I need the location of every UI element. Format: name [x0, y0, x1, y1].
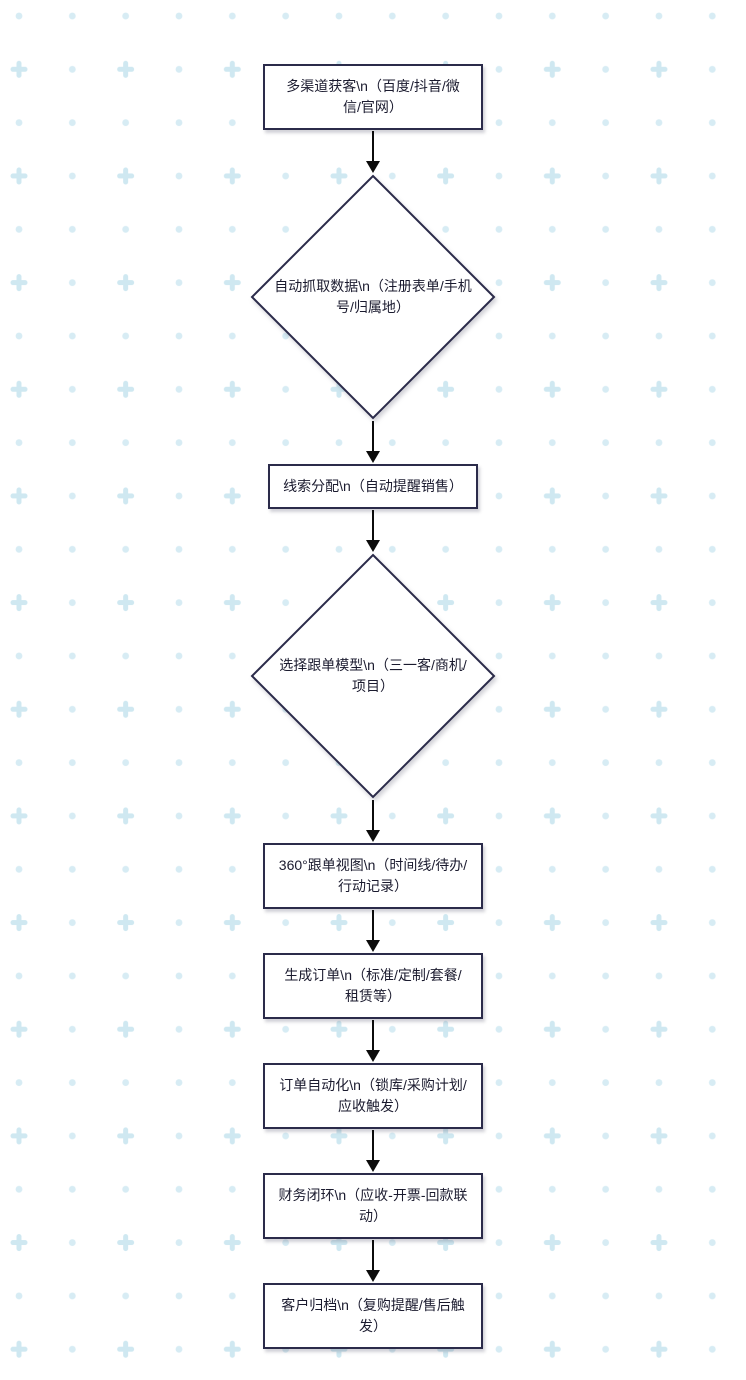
flow-arrow [366, 800, 380, 842]
flow-arrow [366, 1130, 380, 1172]
node-label: 线索分配\n（自动提醒销售） [283, 478, 463, 494]
flow-arrow [366, 1240, 380, 1282]
flow-arrow [366, 131, 380, 173]
flow-arrow [366, 1020, 380, 1062]
arrow-line [372, 1020, 374, 1050]
flow-node-follow-model-decision[interactable]: 选择跟单模型\n（三一客/商机/项目） [250, 553, 496, 799]
flow-node-finance-loop[interactable]: 财务闭环\n（应收-开票-回款联动） [263, 1173, 483, 1239]
flow-node-acquisition[interactable]: 多渠道获客\n（百度/抖音/微信/官网） [263, 64, 483, 130]
arrow-line [372, 131, 374, 161]
flow-node-360-view[interactable]: 360°跟单视图\n（时间线/待办/行动记录） [263, 843, 483, 909]
node-label: 自动抓取数据\n（注册表单/手机号/归属地） [274, 278, 472, 315]
arrow-line [372, 910, 374, 940]
arrowhead-icon [366, 1050, 380, 1062]
node-label: 客户归档\n（复购提醒/售后触发） [281, 1297, 465, 1334]
flow-arrow [366, 421, 380, 463]
flow-arrow [366, 510, 380, 552]
flow-arrow [366, 910, 380, 952]
arrowhead-icon [366, 940, 380, 952]
arrowhead-icon [366, 830, 380, 842]
arrowhead-icon [366, 451, 380, 463]
flow-node-order-creation[interactable]: 生成订单\n（标准/定制/套餐/租赁等） [263, 953, 483, 1019]
arrow-line [372, 800, 374, 830]
arrowhead-icon [366, 1270, 380, 1282]
flow-node-order-automation[interactable]: 订单自动化\n（锁库/采购计划/应收触发） [263, 1063, 483, 1129]
flow-node-customer-archive[interactable]: 客户归档\n（复购提醒/售后触发） [263, 1283, 483, 1349]
flow-node-data-capture-decision[interactable]: 自动抓取数据\n（注册表单/手机号/归属地） [250, 174, 496, 420]
diamond-shape [250, 553, 496, 799]
arrowhead-icon [366, 161, 380, 173]
node-label: 生成订单\n（标准/定制/套餐/租赁等） [284, 967, 462, 1004]
node-label: 360°跟单视图\n（时间线/待办/行动记录） [278, 857, 468, 894]
arrow-line [372, 1240, 374, 1270]
flowchart: 多渠道获客\n（百度/抖音/微信/官网） 自动抓取数据\n（注册表单/手机号/归… [250, 64, 496, 1349]
node-label: 财务闭环\n（应收-开票-回款联动） [278, 1187, 468, 1224]
node-label: 多渠道获客\n（百度/抖音/微信/官网） [286, 78, 460, 115]
arrowhead-icon [366, 1160, 380, 1172]
node-label: 订单自动化\n（锁库/采购计划/应收触发） [279, 1077, 467, 1114]
arrow-line [372, 1130, 374, 1160]
diamond-shape [250, 174, 496, 420]
flow-node-lead-assignment[interactable]: 线索分配\n（自动提醒销售） [268, 464, 478, 509]
arrowhead-icon [366, 540, 380, 552]
arrow-line [372, 421, 374, 451]
node-label: 选择跟单模型\n（三一客/商机/项目） [279, 657, 467, 694]
arrow-line [372, 510, 374, 540]
